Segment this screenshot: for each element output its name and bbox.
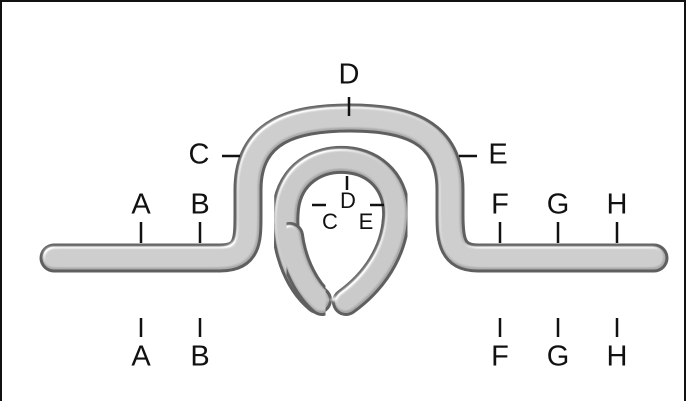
outer-loop-labels: C D E	[189, 59, 508, 171]
inner-loop-crossing	[276, 222, 336, 316]
label-bottom-g: G	[547, 341, 570, 373]
label-outer-d: D	[339, 59, 360, 91]
label-inner-e: E	[359, 209, 374, 234]
label-top-g: G	[547, 189, 570, 221]
inner-loop-ticks	[312, 176, 384, 207]
label-outer-e: E	[488, 139, 507, 171]
inner-loop-labels: C D E	[322, 188, 373, 234]
bottom-strand-labels: A B F G H	[131, 341, 627, 373]
label-inner-c: C	[322, 209, 338, 234]
label-bottom-h: H	[607, 341, 628, 373]
label-top-b: B	[190, 189, 209, 221]
label-inner-d: D	[340, 188, 356, 213]
label-bottom-b: B	[190, 341, 209, 373]
top-strand-with-outer-loop	[39, 103, 669, 273]
bottom-strand-ticks	[139, 318, 619, 337]
label-bottom-a: A	[131, 341, 151, 373]
label-bottom-f: F	[491, 341, 509, 373]
label-top-f: F	[491, 189, 509, 221]
top-strand-labels: A B F G H	[131, 189, 627, 221]
label-outer-c: C	[189, 139, 210, 171]
label-top-a: A	[131, 189, 151, 221]
outer-loop-ticks	[222, 97, 477, 158]
top-strand-ticks	[139, 222, 619, 243]
label-top-h: H	[607, 189, 628, 221]
